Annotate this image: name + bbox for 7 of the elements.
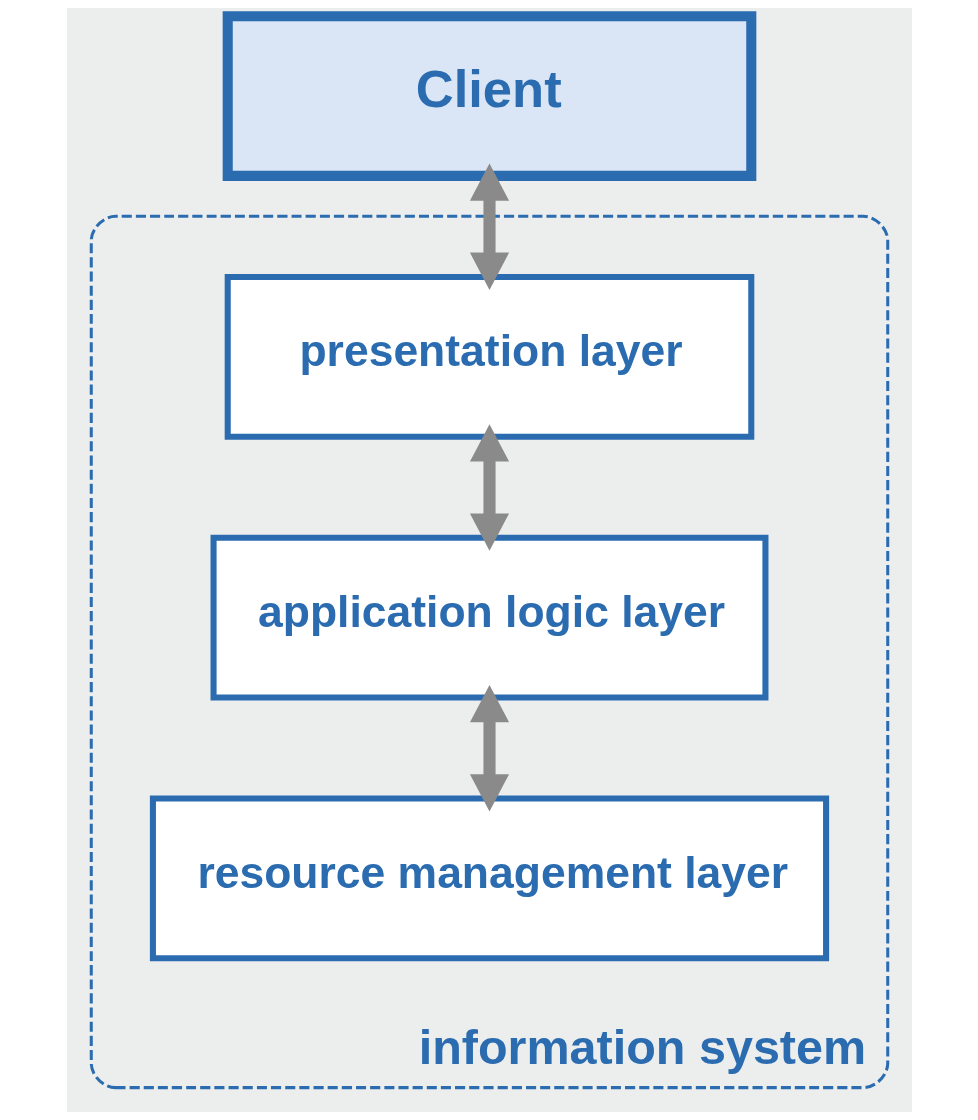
- node-box: application logic layer: [210, 534, 768, 701]
- node-box: resource management layer: [149, 795, 829, 962]
- arrow: [469, 424, 509, 551]
- arrow: [469, 685, 509, 812]
- node-box: Client: [222, 11, 756, 181]
- arrow: [469, 163, 509, 290]
- node-box: presentation layer: [224, 273, 754, 440]
